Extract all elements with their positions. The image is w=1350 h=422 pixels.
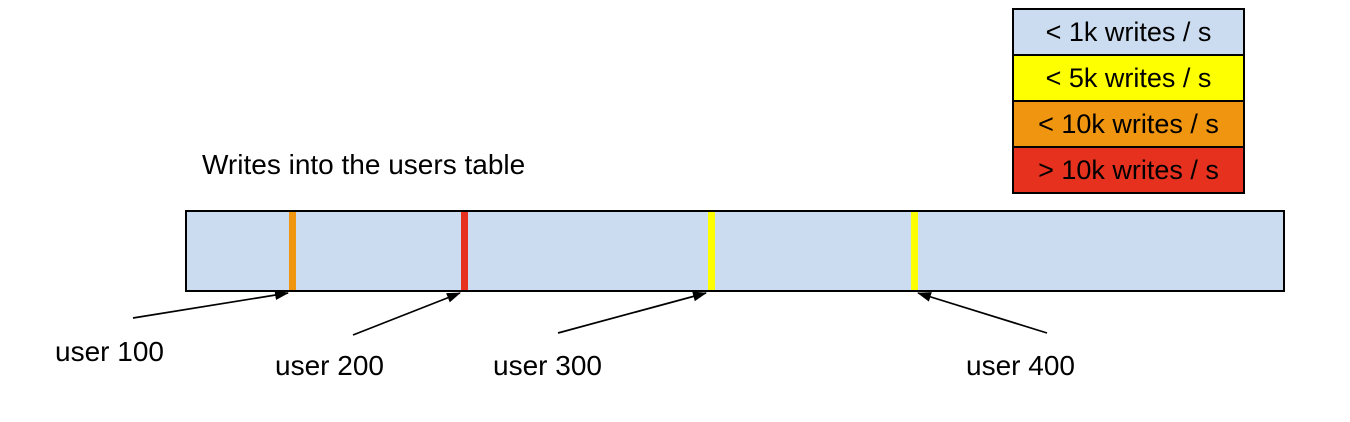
- users-table-bar: [185, 210, 1285, 292]
- label-user-100: user 100: [55, 336, 164, 367]
- legend-item-lt-10k: < 10k writes / s: [1012, 100, 1245, 148]
- legend-item-label: < 1k writes / s: [1045, 16, 1212, 47]
- legend-item-label: < 10k writes / s: [1038, 108, 1219, 139]
- stripe-user-200: [461, 212, 468, 290]
- arrow-user-200: [352, 292, 461, 336]
- legend: < 1k writes / s < 5k writes / s < 10k writ…: [1012, 8, 1245, 194]
- label-user-200: user 200: [275, 350, 384, 381]
- stripe-user-400: [911, 212, 918, 290]
- legend-item-lt-1k: < 1k writes / s: [1012, 8, 1245, 56]
- arrow-user-300: [557, 291, 707, 334]
- diagram-title: Writes into the users table: [202, 149, 526, 180]
- legend-item-label: > 10k writes / s: [1038, 154, 1219, 185]
- stripe-user-100: [289, 212, 296, 290]
- stripe-user-300: [708, 212, 715, 290]
- arrow-user-400: [917, 292, 1048, 334]
- label-user-300: user 300: [493, 350, 602, 381]
- arrow-user-100: [132, 290, 289, 319]
- legend-item-label: < 5k writes / s: [1045, 62, 1212, 93]
- label-user-400: user 400: [966, 350, 1075, 381]
- legend-item-gt-10k: > 10k writes / s: [1012, 146, 1245, 194]
- legend-item-lt-5k: < 5k writes / s: [1012, 54, 1245, 102]
